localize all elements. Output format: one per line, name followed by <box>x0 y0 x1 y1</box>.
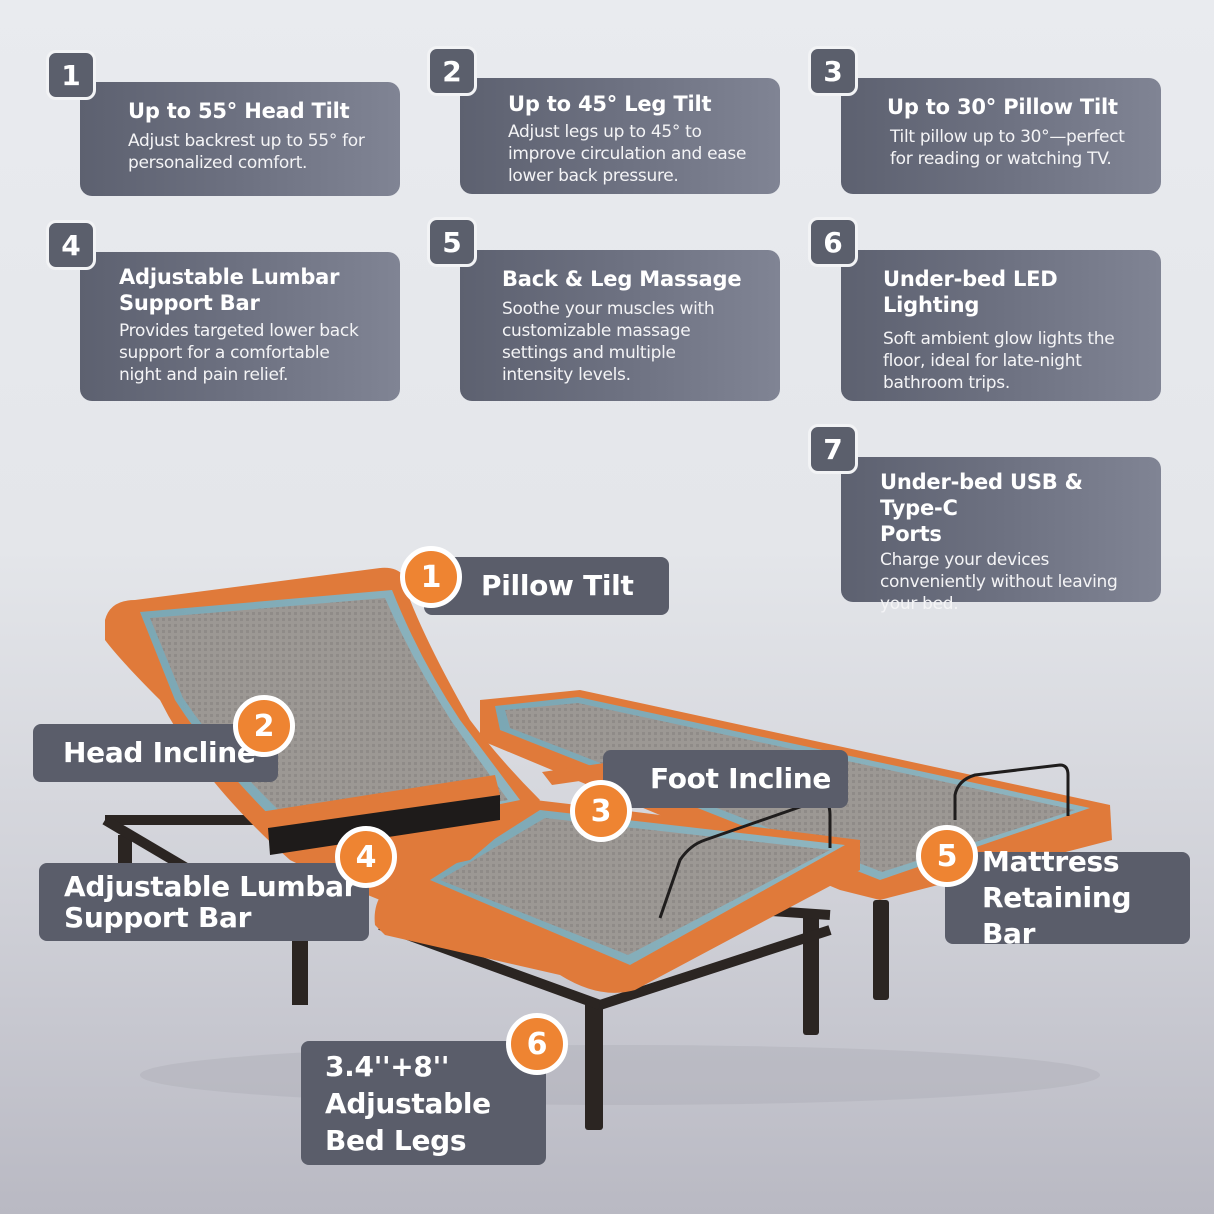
feature-desc: Soothe your muscles with customizable ma… <box>502 299 715 385</box>
feature-desc: Soft ambient glow lights the floor, idea… <box>883 329 1115 393</box>
callout-number-badge: 4 <box>335 826 397 888</box>
feature-card-massage: Back & Leg Massage Soothe your muscles w… <box>460 250 780 401</box>
feature-number-badge: 1 <box>46 50 96 100</box>
feature-number-badge: 4 <box>46 220 96 270</box>
feature-desc: Charge your devices conveniently without… <box>880 550 1118 614</box>
callout-number-badge: 5 <box>916 825 978 887</box>
feature-title: Up to 30° Pillow Tilt <box>887 95 1118 119</box>
feature-number-badge: 7 <box>808 424 858 474</box>
feature-title: Up to 45° Leg Tilt <box>508 92 712 116</box>
feature-card-usb-ports: Under-bed USB & Type-C Ports Charge your… <box>841 457 1161 614</box>
callout-number-badge: 3 <box>570 780 632 842</box>
feature-title: Under-bed LED Lighting <box>883 267 1058 317</box>
feature-number-badge: 3 <box>808 46 858 96</box>
feature-desc: Tilt pillow up to 30°—perfect for readin… <box>890 127 1125 169</box>
callout-pillow-tilt: Pillow Tilt <box>424 557 669 615</box>
callout-number-badge: 1 <box>400 546 462 608</box>
callout-number-badge: 6 <box>506 1013 568 1075</box>
feature-title: Back & Leg Massage <box>502 267 742 291</box>
callout-lumbar-support-bar: Adjustable Lumbar Support Bar <box>39 863 369 941</box>
feature-card-head-tilt: Up to 55° Head Tilt Adjust backrest up t… <box>80 82 400 196</box>
feature-title: Up to 55° Head Tilt <box>128 99 350 123</box>
feature-card-lumbar-support: Adjustable Lumbar Support Bar Provides t… <box>80 252 400 401</box>
feature-number-badge: 6 <box>808 217 858 267</box>
feature-card-led-lighting: Under-bed LED Lighting Soft ambient glow… <box>841 250 1161 401</box>
callout-mattress-retaining-bar: Mattress Retaining Bar <box>945 845 1190 950</box>
feature-desc: Adjust backrest up to 55° for personaliz… <box>128 131 365 173</box>
callout-number-badge: 2 <box>233 695 295 757</box>
feature-number-badge: 2 <box>427 46 477 96</box>
callout-foot-incline: Foot Incline <box>603 750 848 808</box>
feature-title: Adjustable Lumbar Support Bar <box>119 265 340 315</box>
feature-number-badge: 5 <box>427 217 477 267</box>
feature-desc: Provides targeted lower back support for… <box>119 321 359 385</box>
feature-title: Under-bed USB & Type-C Ports <box>880 470 1083 546</box>
feature-card-leg-tilt: Up to 45° Leg Tilt Adjust legs up to 45°… <box>460 78 780 194</box>
callout-head-incline: Head Incline <box>33 724 278 782</box>
feature-card-pillow-tilt: Up to 30° Pillow Tilt Tilt pillow up to … <box>841 78 1161 194</box>
feature-desc: Adjust legs up to 45° to improve circula… <box>508 122 747 186</box>
callout-adjustable-legs: 3.4''+8'' Adjustable Bed Legs <box>301 1041 546 1165</box>
